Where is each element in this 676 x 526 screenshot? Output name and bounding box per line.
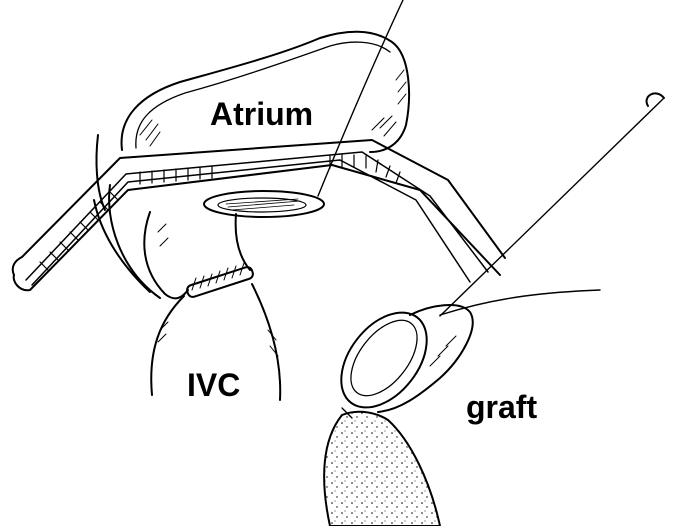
needle-thread	[440, 98, 664, 316]
lower-vessel	[324, 412, 440, 526]
graft-hatching	[430, 336, 456, 366]
graft-body	[378, 305, 473, 412]
ivc-right-upper	[236, 214, 250, 270]
left-vessel-edge	[94, 200, 150, 292]
ivc-cut-hatch	[192, 263, 244, 290]
graft-opening-inner	[338, 309, 430, 408]
ivc-label: IVC	[187, 367, 240, 403]
ivc-upper-body	[144, 212, 188, 298]
graft-opening-outer	[324, 297, 444, 424]
atrium-outline	[122, 32, 410, 152]
clamp-outer	[14, 165, 500, 290]
atrium-left-edge	[96, 135, 105, 210]
ivc-lower-right	[252, 284, 280, 400]
graft-thread	[440, 290, 600, 315]
ivc-lower-body	[151, 296, 184, 395]
graft-label: graft	[466, 389, 537, 425]
atrium-label: Atrium	[210, 96, 313, 132]
atrial-opening-hatch	[226, 199, 300, 210]
